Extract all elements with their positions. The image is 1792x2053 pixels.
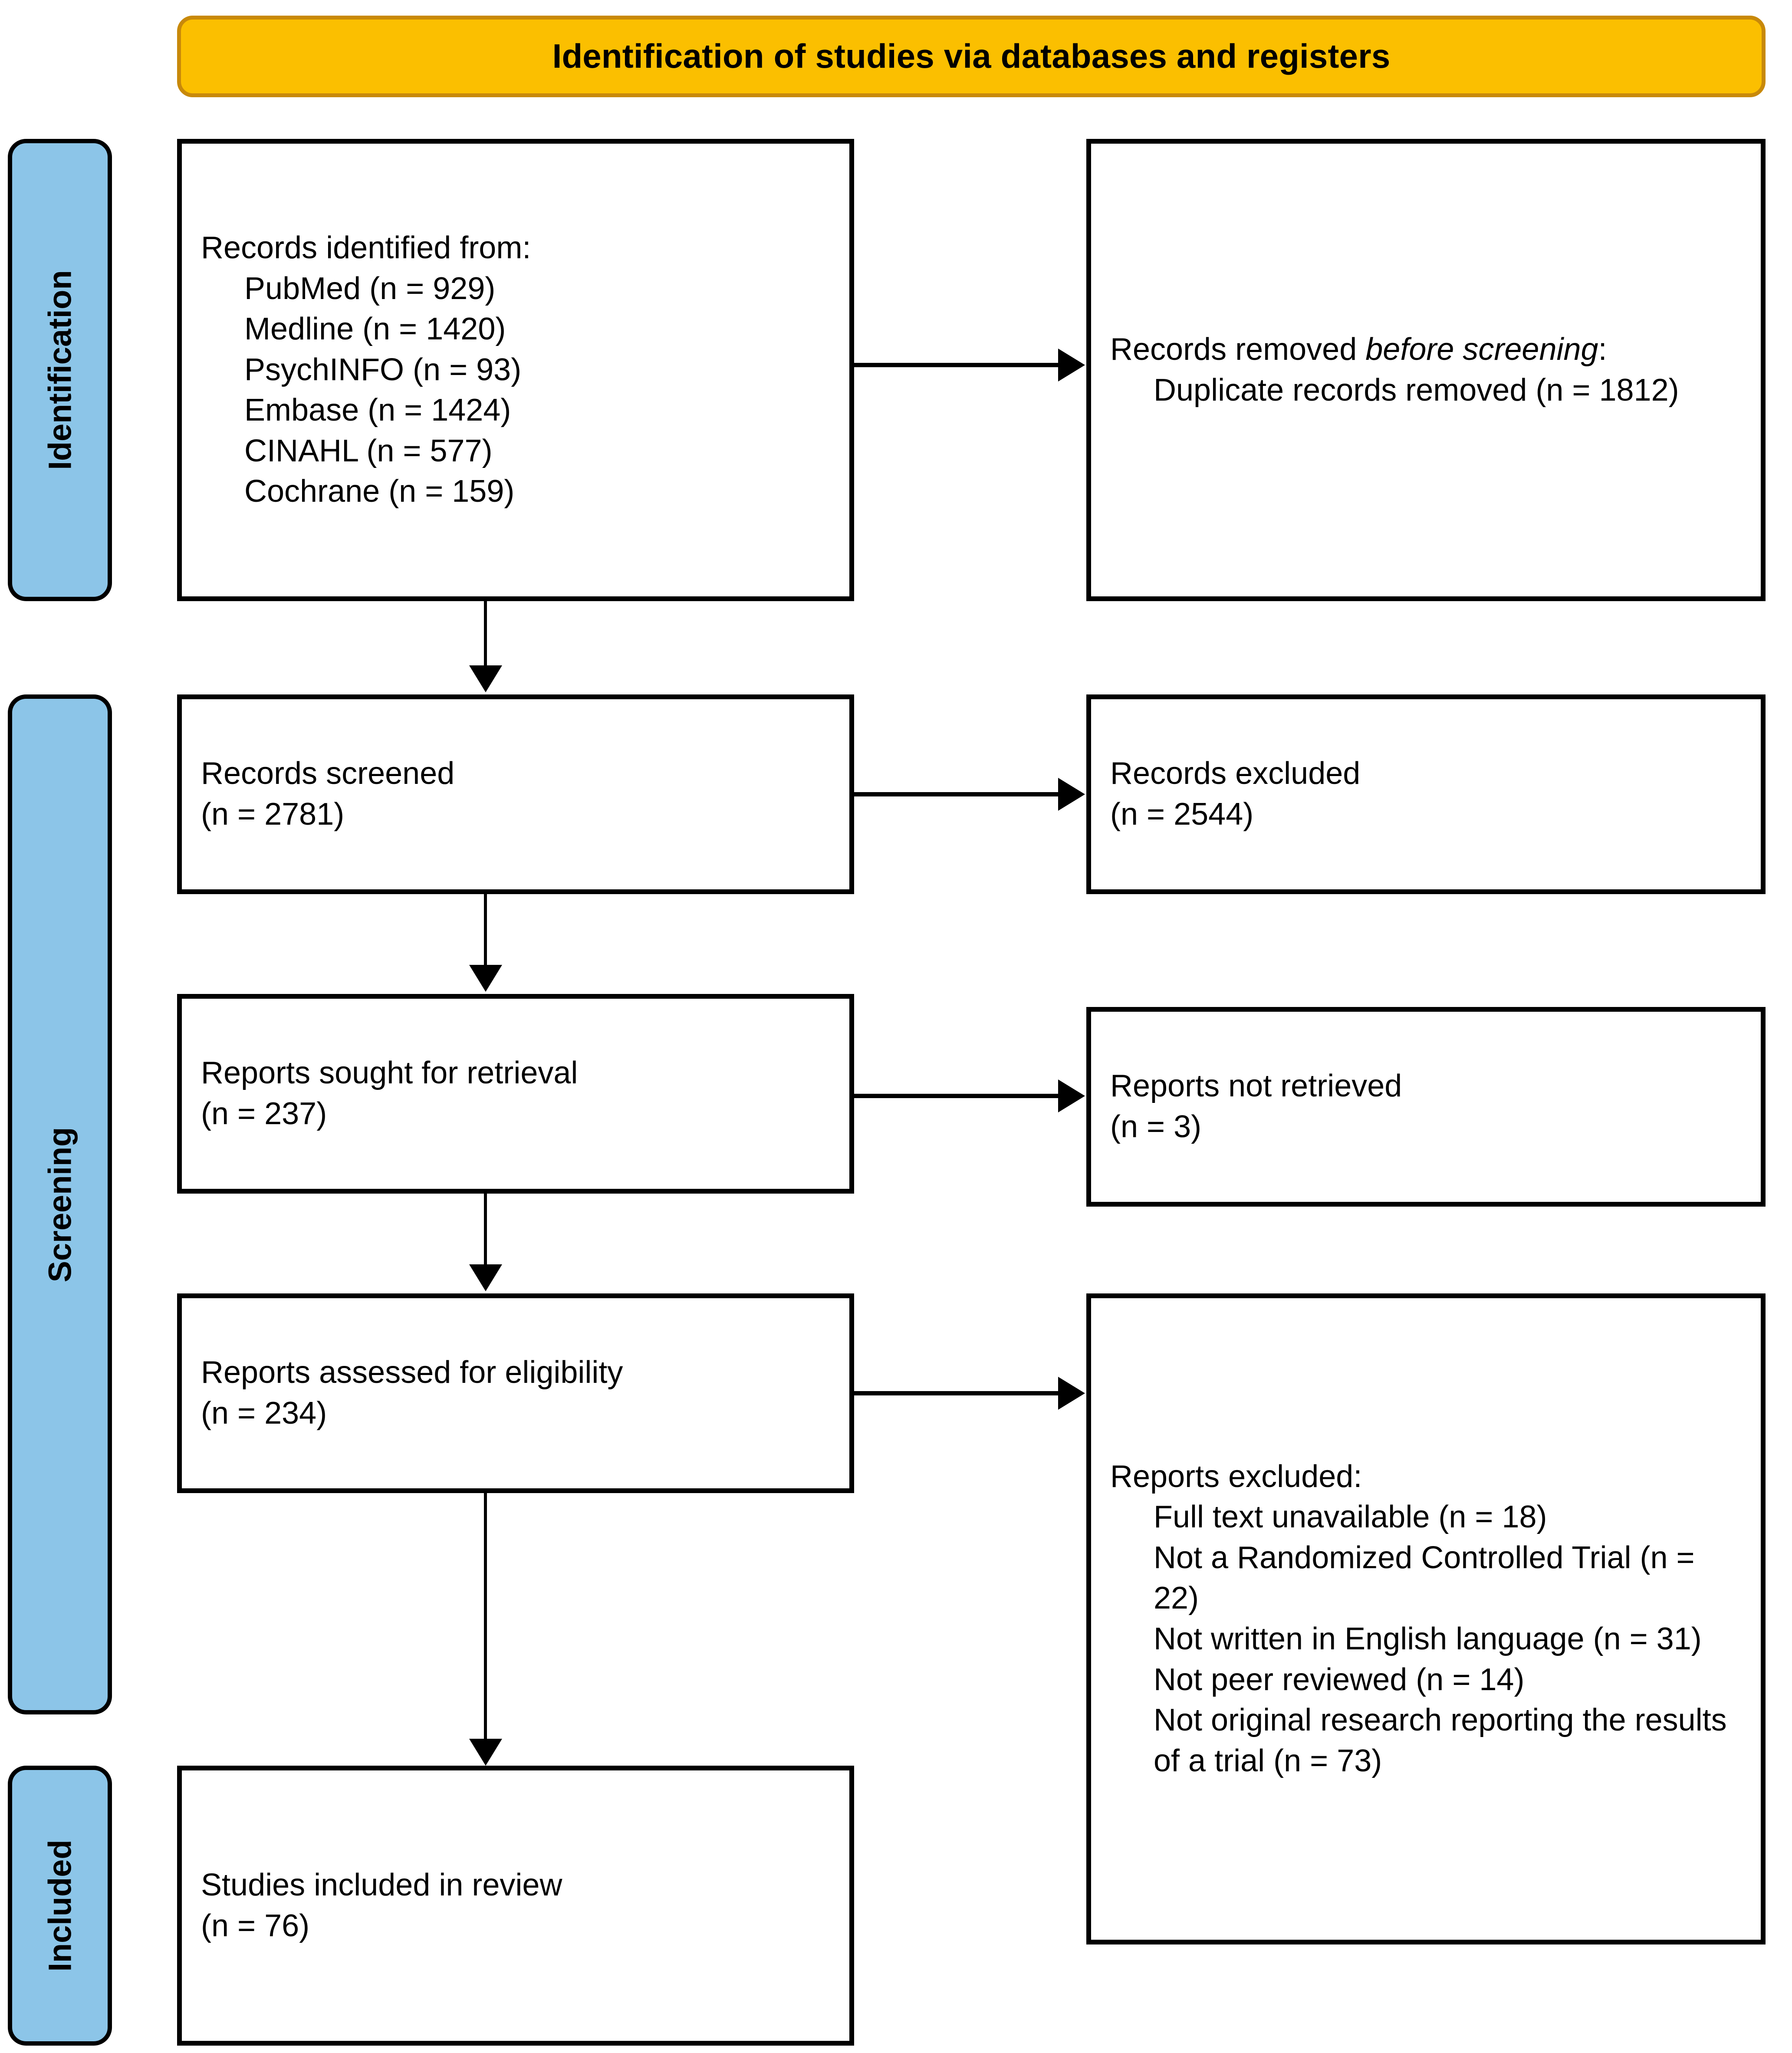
records-identified-source-2: PsychINFO (n = 93) (244, 352, 522, 387)
records-removed-title-italic: before screening (1365, 332, 1598, 367)
reports-assessed-count: (n = 234) (201, 1396, 327, 1431)
records-screened-count: (n = 2781) (201, 797, 345, 832)
reports-not-retrieved-title: Reports not retrieved (1110, 1069, 1402, 1104)
box-reports-not-retrieved: Reports not retrieved (n = 3) (1086, 1007, 1766, 1207)
stage-label-screening: Screening (8, 694, 112, 1714)
stage-label-identification-text: Identification (42, 270, 78, 470)
box-records-screened: Records screened (n = 2781) (177, 694, 854, 894)
studies-included-count: (n = 76) (201, 1908, 310, 1943)
reports-excluded-reason-2: Not written in English language (n = 31) (1154, 1622, 1702, 1656)
records-screened-title: Records screened (201, 756, 455, 791)
reports-sought-count: (n = 237) (201, 1096, 327, 1131)
box-reports-sought: Reports sought for retrieval (n = 237) (177, 994, 854, 1194)
connector-screened-to-sought (484, 894, 487, 966)
connector-assessed-to-included (484, 1493, 487, 1740)
arrowhead-screened-to-excluded (1058, 778, 1085, 811)
reports-excluded-reason-3: Not peer reviewed (n = 14) (1154, 1662, 1525, 1697)
box-reports-excluded: Reports excluded: Full text unavailable … (1086, 1293, 1766, 1944)
connector-screened-to-excluded (854, 792, 1058, 796)
connector-identified-to-removed (854, 363, 1058, 367)
arrowhead-identified-to-screened (469, 665, 502, 692)
reports-excluded-reason-1: Not a Randomized Controlled Trial (n = 2… (1154, 1540, 1703, 1616)
arrowhead-sought-to-assessed (469, 1264, 502, 1291)
reports-sought-title: Reports sought for retrieval (201, 1056, 578, 1091)
records-identified-source-1: Medline (n = 1420) (244, 312, 506, 347)
reports-excluded-reason-0: Full text unavailable (n = 18) (1154, 1500, 1547, 1535)
records-excluded-count: (n = 2544) (1110, 797, 1254, 832)
arrowhead-sought-to-not-retrieved (1058, 1079, 1085, 1112)
arrowhead-identified-to-removed (1058, 349, 1085, 382)
connector-assessed-to-reports-excluded (854, 1391, 1058, 1395)
arrowhead-assessed-to-included (469, 1739, 502, 1766)
connector-sought-to-assessed (484, 1194, 487, 1265)
box-records-removed: Records removed before screening: Duplic… (1086, 139, 1766, 601)
box-records-excluded: Records excluded (n = 2544) (1086, 694, 1766, 894)
reports-not-retrieved-count: (n = 3) (1110, 1109, 1202, 1144)
records-identified-source-5: Cochrane (n = 159) (244, 474, 515, 509)
connector-sought-to-not-retrieved (854, 1094, 1058, 1098)
records-removed-title-suffix: : (1598, 332, 1607, 367)
records-identified-source-4: CINAHL (n = 577) (244, 433, 493, 468)
records-excluded-title: Records excluded (1110, 756, 1361, 791)
records-identified-title: Records identified from: (201, 230, 531, 265)
records-identified-source-0: PubMed (n = 929) (244, 271, 496, 306)
box-reports-assessed: Reports assessed for eligibility (n = 23… (177, 1293, 854, 1493)
records-removed-item-0: Duplicate records removed (n = 1812) (1154, 372, 1679, 408)
studies-included-title: Studies included in review (201, 1867, 562, 1902)
reports-excluded-reason-4: Not original research reporting the resu… (1154, 1703, 1736, 1778)
stage-label-included-text: Included (42, 1839, 78, 1972)
records-removed-title: Records removed before screening: (1110, 329, 1742, 370)
box-studies-included: Studies included in review (n = 76) (177, 1766, 854, 2046)
box-records-identified: Records identified from: PubMed (n = 929… (177, 139, 854, 601)
reports-assessed-title: Reports assessed for eligibility (201, 1355, 623, 1390)
stage-label-identification: Identification (8, 139, 112, 601)
stage-label-included: Included (8, 1766, 112, 2046)
stage-label-screening-text: Screening (42, 1127, 78, 1282)
page-title: Identification of studies via databases … (552, 37, 1391, 76)
diagram-header-banner: Identification of studies via databases … (177, 16, 1766, 97)
arrowhead-assessed-to-reports-excluded (1058, 1377, 1085, 1410)
records-identified-source-3: Embase (n = 1424) (244, 393, 511, 428)
arrowhead-screened-to-sought (469, 965, 502, 992)
records-removed-title-prefix: Records removed (1110, 332, 1366, 367)
reports-excluded-title: Reports excluded: (1110, 1459, 1362, 1494)
connector-identified-to-screened (484, 601, 487, 666)
